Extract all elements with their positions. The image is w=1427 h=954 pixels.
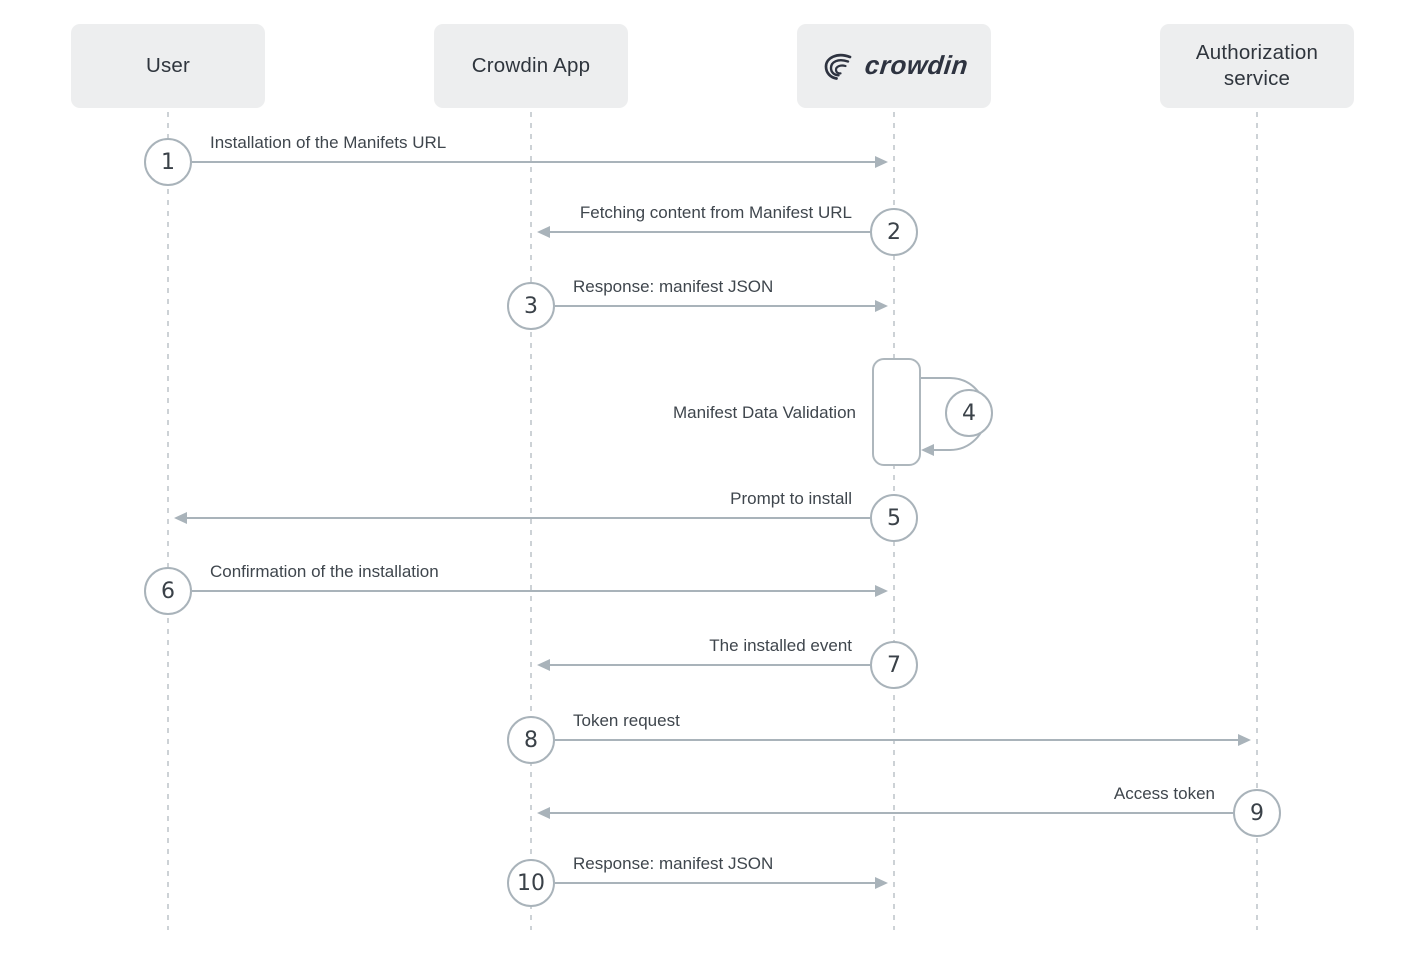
lifeline-crowdin-app [530, 112, 532, 930]
message-arrow [192, 590, 879, 592]
step-label: Access token [1113, 784, 1215, 803]
message-arrow [555, 305, 879, 307]
arrowhead-icon [537, 226, 550, 238]
arrowhead-icon [875, 877, 888, 889]
step-circle: 7 [870, 641, 918, 689]
step-label: Token request [573, 711, 680, 730]
crowdin-wordmark: crowdin [863, 50, 971, 81]
message-arrow [192, 161, 879, 163]
message-arrow [546, 812, 1233, 814]
step-label: The installed event [709, 636, 852, 655]
arrowhead-icon [174, 512, 187, 524]
arrowhead-icon [875, 156, 888, 168]
arrowhead-icon [537, 807, 550, 819]
step-label: Response: manifest JSON [573, 854, 774, 873]
message-arrow [546, 664, 870, 666]
lifeline-user [167, 112, 169, 930]
step-circle: 2 [870, 208, 918, 256]
message-arrow [555, 739, 1242, 741]
arrowhead-icon [537, 659, 550, 671]
step-label: Fetching content from Manifest URL [579, 203, 852, 222]
arrowhead-icon [875, 300, 888, 312]
step-label: Response: manifest JSON [573, 277, 774, 296]
message-arrow [555, 882, 879, 884]
actor-box-auth-service: Authorization service [1160, 24, 1354, 108]
actor-label-auth-service: Authorization service [1195, 40, 1319, 90]
crowdin-logo-icon [825, 53, 852, 80]
lifeline-auth-service [1256, 112, 1258, 930]
step-label: Installation of the Manifets URL [210, 133, 447, 152]
step-label: Manifest Data Validation [672, 403, 856, 422]
actor-box-crowdin-app: Crowdin App [434, 24, 628, 108]
step-circle: 3 [507, 282, 555, 330]
step-circle: 6 [144, 567, 192, 615]
actor-label-user: User [145, 53, 191, 77]
step-label: Prompt to install [730, 489, 852, 508]
actor-box-crowdin: crowdin [797, 24, 991, 108]
message-arrow [183, 517, 870, 519]
step-circle: 1 [144, 138, 192, 186]
activation-box [872, 358, 921, 466]
arrowhead-icon [1238, 734, 1251, 746]
message-arrow [546, 231, 870, 233]
step-circle: 10 [507, 859, 555, 907]
arrowhead-icon [875, 585, 888, 597]
crowdin-logo: crowdin [819, 49, 971, 82]
step-circle: 4 [945, 389, 993, 437]
step-label: Confirmation of the installation [210, 562, 439, 581]
step-circle: 5 [870, 494, 918, 542]
step-circle: 9 [1233, 789, 1281, 837]
actor-box-user: User [71, 24, 265, 108]
actor-label-crowdin-app: Crowdin App [471, 53, 591, 77]
step-circle: 8 [507, 716, 555, 764]
